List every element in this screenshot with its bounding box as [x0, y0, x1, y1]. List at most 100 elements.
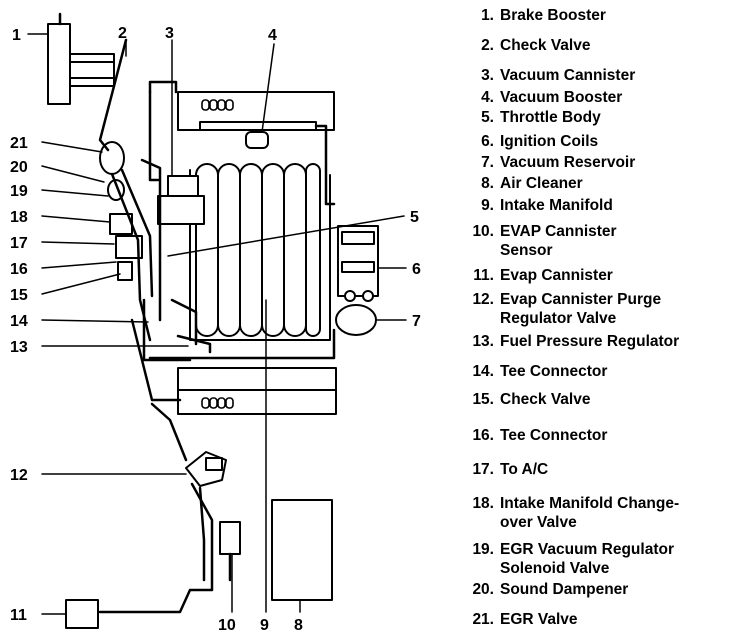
legend-label: Evap Cannister [500, 267, 613, 284]
legend-item: 1. Brake Booster [440, 6, 750, 25]
legend-label: Sound Dampener [500, 581, 629, 598]
legend-label: Fuel Pressure Regulator [500, 333, 680, 350]
legend-label: To A/C [500, 461, 549, 478]
legend-item: 3. Vacuum Cannister [440, 66, 750, 85]
callout-15: 15 [10, 287, 28, 304]
callout-6: 6 [412, 261, 421, 278]
legend-label: Air Cleaner [500, 175, 583, 192]
callout-4: 4 [268, 27, 277, 44]
legend-label: EGR Valve [500, 611, 578, 628]
legend-label: Intake Manifold Change- [500, 495, 680, 512]
callout-1: 1 [12, 27, 21, 44]
legend-number: 1. [481, 7, 494, 24]
legend-label: Vacuum Booster [500, 89, 623, 106]
legend-label: over Valve [500, 514, 577, 531]
legend-number: 17. [472, 461, 494, 478]
legend-label: Ignition Coils [500, 133, 599, 150]
legend-label: Brake Booster [500, 7, 606, 24]
legend-label: Check Valve [500, 391, 591, 408]
legend-item: 8.Air Cleaner [440, 174, 750, 193]
callout-2: 2 [118, 25, 127, 42]
vacuum-hose-diagram: 1 2 3 4 5 6 7 8 9 10 11 12 13 14 15 16 1… [10, 12, 421, 634]
legend-label: Evap Cannister Purge [500, 291, 662, 308]
legend-item: 13. Fuel Pressure Regulator [440, 332, 750, 351]
legend-label: Check Valve [500, 37, 591, 54]
callout-8: 8 [294, 617, 303, 634]
callout-14: 14 [10, 313, 28, 330]
vacuum-cannister-shape [157, 175, 205, 225]
legend-label: Tee Connector [500, 363, 608, 380]
legend-item: 16. Tee Connector [440, 426, 750, 445]
callout-18: 18 [10, 209, 28, 226]
legend-number: 19. [472, 541, 494, 558]
callout-13: 13 [10, 339, 28, 356]
callout-5: 5 [410, 209, 419, 226]
legend-item: 7. Vacuum Reservoir [440, 153, 750, 172]
evap-cannister-shape [65, 599, 99, 629]
legend-item: 14. Tee Connector [440, 362, 750, 381]
legend-label: Regulator Valve [500, 310, 617, 327]
callout-11: 11 [10, 607, 27, 624]
legend-number: 20. [472, 581, 494, 598]
legend-item: 20. Sound Dampener [440, 580, 750, 599]
legend-item: 2. Check Valve [440, 36, 750, 55]
lower-cylinder-rail [177, 367, 337, 415]
valve-cluster-shape [99, 141, 143, 281]
legend-number: 11. [473, 267, 494, 284]
callout-21: 21 [10, 135, 28, 152]
legend-number: 16. [472, 427, 494, 444]
callout-9: 9 [260, 617, 269, 634]
legend-number: 9. [481, 197, 494, 214]
legend-label: Intake Manifold [500, 197, 613, 214]
callout-10: 10 [218, 617, 236, 634]
legend-number: 12. [472, 291, 494, 308]
legend-item: 11. Evap Cannister [440, 266, 750, 285]
legend-number: 13. [472, 333, 494, 350]
legend-number: 4. [481, 89, 494, 106]
legend-label: Solenoid Valve [500, 560, 610, 577]
callout-19: 19 [10, 183, 28, 200]
callout-12: 12 [10, 467, 28, 484]
legend-label: Tee Connector [500, 427, 608, 444]
legend-number: 15. [472, 391, 494, 408]
legend-item: 15. Check Valve [440, 390, 750, 409]
leader-lines [27, 33, 407, 615]
legend-label: Sensor [500, 242, 553, 259]
callout-7: 7 [412, 313, 421, 330]
legend-number: 6. [481, 133, 494, 150]
vacuum-reservoir-shape [335, 304, 377, 336]
legend-number: 3. [481, 67, 494, 84]
legend-item: 6. Ignition Coils [440, 132, 750, 151]
legend-item: 9. Intake Manifold [440, 196, 750, 215]
air-cleaner-shape [271, 499, 333, 601]
legend-item: 18. Intake Manifold Change-over Valve [440, 494, 750, 532]
legend-number: 14. [472, 363, 494, 380]
callout-labels: 1 2 3 4 5 6 7 8 9 10 11 12 13 14 15 16 1… [10, 25, 421, 634]
evap-cannister-sensor-shape [219, 521, 241, 555]
callout-3: 3 [165, 25, 174, 42]
legend-item: 17. To A/C [440, 460, 750, 479]
legend-number: 21. [472, 611, 494, 628]
legend-number: 10. [472, 223, 494, 240]
component-legend: 1. Brake Booster 2. Check Valve 3. Vacuum C… [440, 0, 752, 644]
brake-booster-shape [47, 23, 115, 105]
legend-item: 5.Throttle Body [440, 108, 750, 127]
legend-label: EVAP Cannister [500, 223, 617, 240]
callout-20: 20 [10, 159, 28, 176]
intake-manifold-shape [189, 163, 331, 341]
purge-regulator-valve-shape [185, 451, 227, 487]
legend-number: 2. [481, 37, 494, 54]
legend-number: 7. [481, 154, 494, 171]
upper-cylinder-rail [177, 91, 335, 149]
legend-number: 18. [472, 495, 494, 512]
legend-label: Vacuum Reservoir [500, 154, 636, 171]
legend-item: 4. Vacuum Booster [440, 88, 750, 107]
legend-label: Vacuum Cannister [500, 67, 636, 84]
callout-16: 16 [10, 261, 28, 278]
callout-17: 17 [10, 235, 28, 252]
legend-label: EGR Vacuum Regulator [500, 541, 674, 558]
ignition-coils-shape [337, 225, 379, 302]
